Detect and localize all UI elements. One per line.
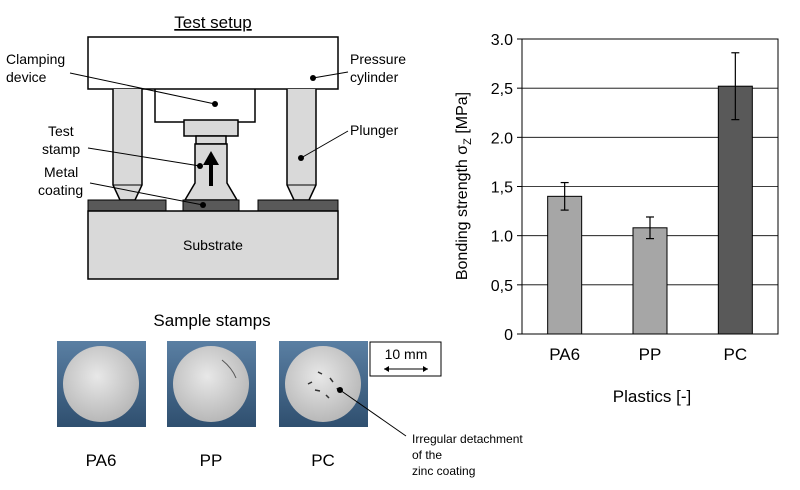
metal-coating-center [182,199,240,212]
clamping-label-1: Clamping [6,51,65,67]
plunger-leader [300,130,349,159]
scale-label: 10 mm [385,346,428,362]
right-plunger [286,89,317,201]
detachment-note-2: of the [412,448,442,462]
bar-pp [632,227,668,335]
scale-box [369,341,442,377]
x-tick-label-pc: PC [724,345,748,364]
metal-coating-label-2: coating [38,182,83,198]
chart-error-bars [560,52,740,240]
detachment-note-3: zinc coating [412,464,475,478]
plunger-label: Plunger [350,122,399,138]
pressure-cylinder [87,36,339,90]
substrate [87,210,339,280]
bar-pc [717,85,753,335]
stamp-photo-pp [167,341,256,427]
metal-coating-right [257,199,339,212]
sample-name-pp: PP [200,451,223,470]
pressure-label-1: Pressure [350,51,406,67]
setup-title: Test setup [174,13,252,32]
test-stamp-leader [87,147,201,167]
test-stamp-label-1: Test [48,123,74,139]
y-tick-label: 2.0 [491,130,513,147]
bonding-strength-chart: 0 0,5 1.0 1,5 2.0 2,5 3.0 PA6 PP PC Bonding stre… [454,32,779,406]
chart-bars [547,85,753,335]
detachment-note-1: Irregular detachment [412,432,523,446]
pressure-label-2: cylinder [350,69,399,85]
x-tick-label-pa6: PA6 [549,345,580,364]
pressure-leader [312,71,349,79]
clamping-leader [69,72,216,105]
samples-title: Sample stamps [153,311,270,330]
sample-name-pa6: PA6 [86,451,117,470]
metal-coating-leader [89,182,204,206]
chart-y-tick-labels: 0 0,5 1.0 1,5 2.0 2,5 3.0 [491,32,513,344]
substrate-label: Substrate [183,237,243,253]
stamp-photo-pa6 [57,341,146,427]
chart-y-axis-label: Bonding strength σZ [MPa] [454,92,474,280]
y-tick-label: 2,5 [491,81,513,98]
y-tick-label: 1,5 [491,180,513,197]
chart-x-axis-label: Plastics [-] [613,387,691,406]
detachment-leader [339,389,407,437]
y-tick-label: 0,5 [491,278,513,295]
test-stamp [183,119,239,201]
test-setup-diagram: Test setup Substrate C [6,13,406,280]
chart-x-tick-labels: PA6 PP PC [549,345,747,364]
y-tick-label: 1.0 [491,229,513,246]
metal-coating-label-1: Metal [44,164,78,180]
x-tick-label-pp: PP [639,345,662,364]
metal-coating-left [87,199,167,212]
bar-pa6 [547,195,583,335]
y-tick-label: 3.0 [491,32,513,49]
chart-plot-area [521,38,779,335]
y-tick-label: 0 [504,327,513,344]
stamp-photo-pc [279,341,368,427]
sample-name-pc: PC [311,451,335,470]
sample-stamps: Sample stamps 10 mm PA6 PP PC Irregular … [57,311,523,478]
left-plunger [112,89,143,201]
test-stamp-label-2: stamp [42,141,80,157]
clamping-label-2: device [6,69,47,85]
